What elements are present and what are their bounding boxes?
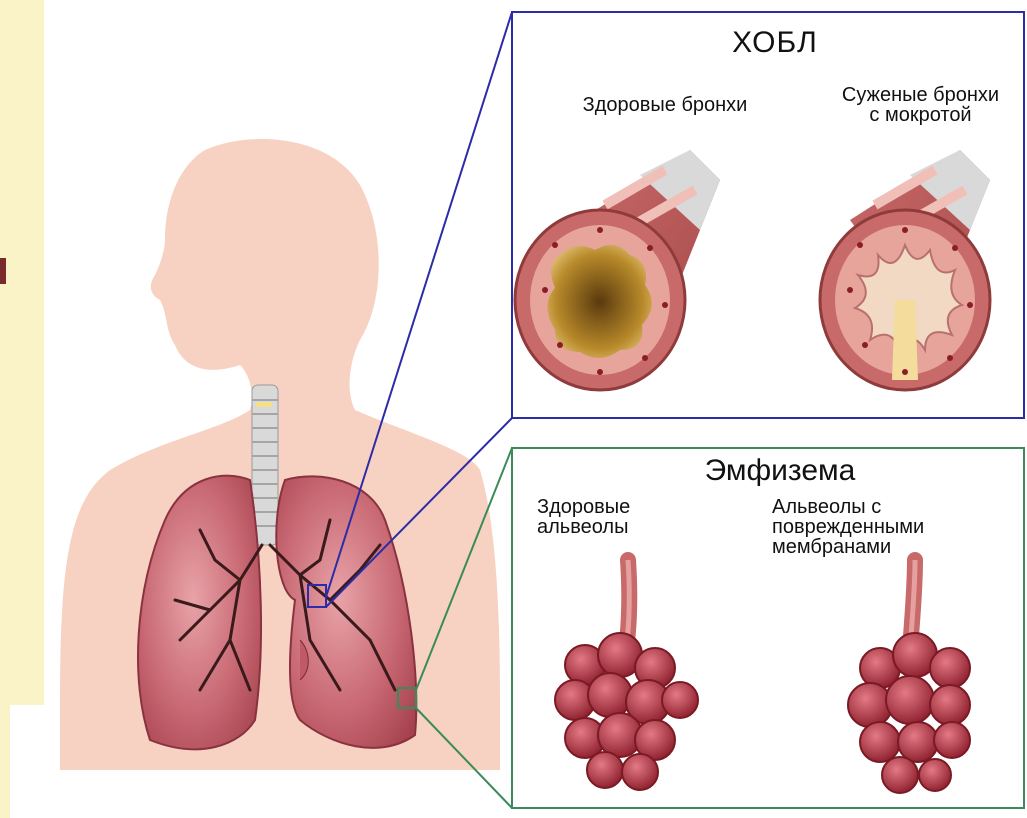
damaged-alveoli-label-line3: мембранами (772, 537, 1002, 557)
damaged-alveoli-label-line1: Альвеолы с (772, 497, 1002, 517)
sidebar-marker (0, 258, 6, 284)
emphysema-title: Эмфизема (650, 456, 910, 486)
narrowed-bronchi-label: Суженые бронхи с мокротой (808, 85, 1027, 125)
body-silhouette (60, 139, 500, 770)
healthy-alveoli-label-line2: альвеолы (537, 517, 717, 537)
healthy-bronchi-label: Здоровые бронхи (540, 95, 790, 115)
sidebar-strip (0, 0, 44, 818)
narrowed-bronchi-label-line1: Суженые бронхи (808, 85, 1027, 105)
healthy-alveoli-label-line1: Здоровые (537, 497, 717, 517)
narrowed-bronchi-label-line2: с мокротой (808, 105, 1027, 125)
damaged-alveoli-label-line2: поврежденными (772, 517, 1002, 537)
copd-title: ХОБЛ (655, 28, 895, 58)
healthy-alveoli-label: Здоровые альвеолы (515, 497, 717, 537)
damaged-alveoli-label: Альвеолы с поврежденными мембранами (772, 497, 1002, 557)
